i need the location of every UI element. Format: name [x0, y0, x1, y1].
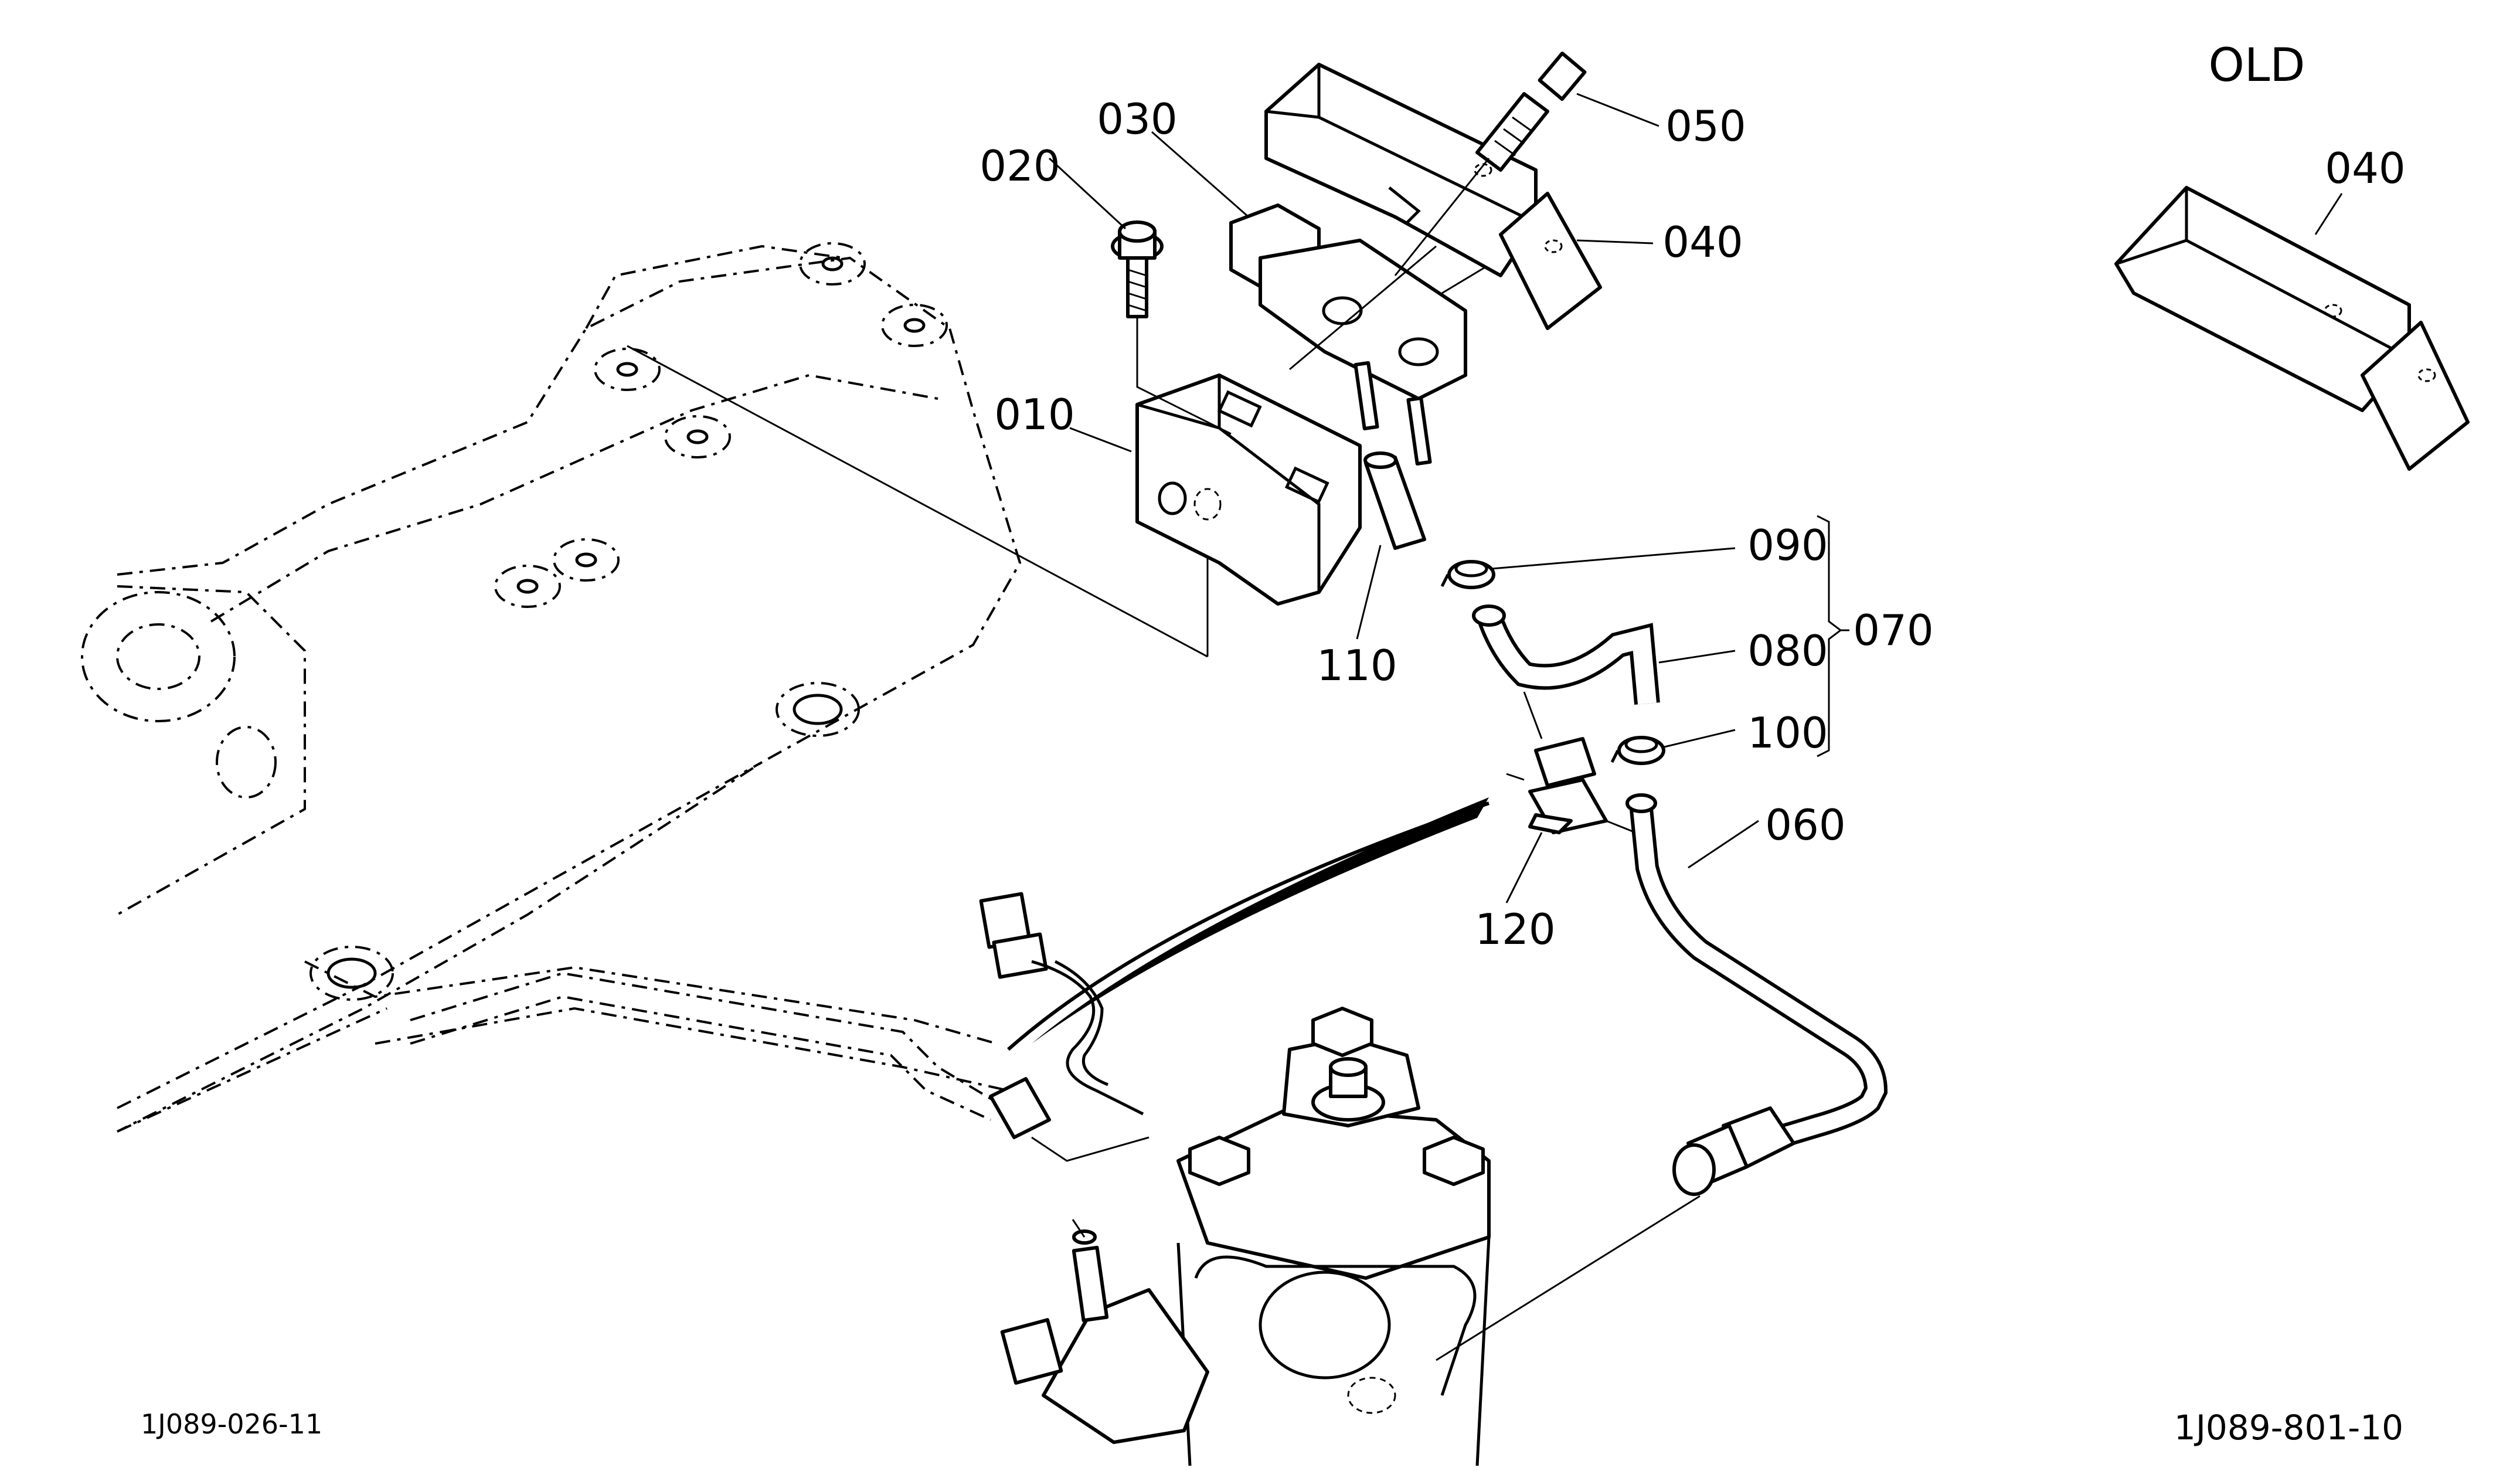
- hose-080: [1472, 604, 1660, 705]
- nut: [1311, 1007, 1373, 1057]
- callout-010: 010: [994, 390, 1074, 439]
- engine-cover-phantom: [81, 242, 1022, 1133]
- drawing-code-left: 1J089-026-11: [141, 1408, 322, 1440]
- damper-030: [1229, 203, 1501, 466]
- callout-040: 040: [1662, 218, 1743, 267]
- pump-body: [1000, 1007, 1491, 1466]
- clamp-100: [1610, 736, 1665, 765]
- variant-label: OLD: [2209, 39, 2305, 92]
- callout-070: 070: [1853, 606, 1933, 655]
- cable-fill: [1032, 797, 1489, 1044]
- pipe-060: [1436, 793, 1888, 1361]
- callout-120: 120: [1475, 905, 1555, 954]
- callout-050: 050: [1665, 101, 1746, 151]
- fuel-line-left: [410, 971, 1150, 1162]
- callout-080: 080: [1747, 626, 1828, 675]
- bolt-050: [1394, 51, 1587, 276]
- nut: [1188, 1136, 1250, 1186]
- callout-060: 060: [1765, 800, 1845, 850]
- pin-110: [1363, 451, 1426, 550]
- callout-leaders: [1048, 93, 2343, 903]
- connector-harness: [979, 892, 1144, 1116]
- bolt-020: [1111, 220, 1232, 435]
- clip-120: [1506, 691, 1636, 834]
- callout-010-020: 020: [980, 141, 1060, 191]
- callout-030: 030: [1097, 94, 1177, 144]
- bracket-010: [1135, 373, 1362, 606]
- callout-100: 100: [1747, 708, 1828, 757]
- callout-040-old: 040: [2325, 144, 2405, 193]
- callout-090: 090: [1747, 521, 1828, 570]
- drawing-code-right: 1J089-801-10: [2174, 1408, 2403, 1448]
- clamp-090: [1440, 560, 1495, 589]
- alignment-line: [627, 345, 1208, 658]
- bracket-040: [1264, 63, 1602, 330]
- callout-110: 110: [1317, 641, 1397, 690]
- bracket-040-old: [2114, 186, 2470, 471]
- nut: [1423, 1136, 1485, 1186]
